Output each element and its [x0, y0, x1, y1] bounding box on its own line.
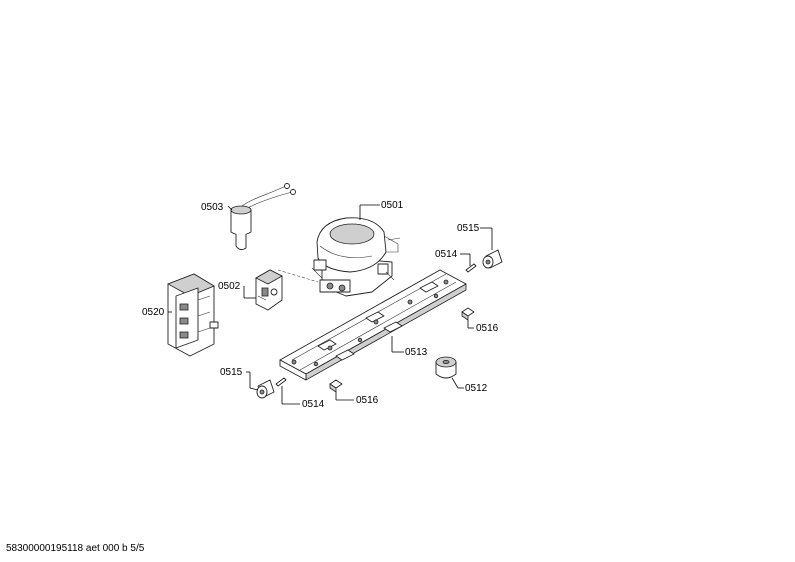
callout-0515-top: 0515 — [457, 223, 493, 250]
part-0513-rail[interactable] — [279, 269, 467, 381]
callout-0513: 0513 — [391, 336, 428, 358]
part-0515-grommet-top[interactable] — [482, 249, 503, 269]
callout-0515-bottom: 0515 — [220, 367, 259, 391]
part-0514-pin-bottom[interactable] — [275, 377, 287, 387]
label-0501: 0501 — [381, 200, 404, 211]
label-0503: 0503 — [201, 202, 224, 213]
callout-0501: 0501 — [359, 200, 404, 220]
callout-0514-bottom: 0514 — [281, 386, 325, 410]
callout-0516-bottom: 0516 — [335, 392, 379, 406]
callout-0503: 0503 — [201, 202, 233, 213]
part-0503-capacitor[interactable] — [230, 183, 296, 251]
callout-0514-top: 0514 — [435, 249, 471, 266]
document-footer: 58300000195118 aet 000 b 5/5 — [6, 543, 145, 554]
label-0515-top: 0515 — [457, 223, 480, 234]
part-0501-compressor[interactable] — [311, 217, 401, 297]
part-0516-clip-right[interactable] — [461, 307, 475, 321]
part-0502-relay[interactable] — [255, 269, 283, 311]
label-0514-bottom: 0514 — [302, 399, 325, 410]
label-0516-bottom: 0516 — [356, 395, 379, 406]
part-0514-pin-top[interactable] — [465, 263, 477, 273]
part-0520-cover[interactable] — [167, 273, 219, 357]
callout-0502: 0502 — [218, 281, 256, 299]
label-0512: 0512 — [465, 383, 488, 394]
callout-0520: 0520 — [142, 307, 172, 318]
relay-connection-line — [277, 269, 319, 283]
part-0512-grommet[interactable] — [435, 356, 457, 379]
label-0514-top: 0514 — [435, 249, 458, 260]
label-0513: 0513 — [405, 347, 428, 358]
part-0516-clip-bottom[interactable] — [329, 379, 343, 393]
label-0516-right: 0516 — [476, 323, 499, 334]
label-0515-bottom: 0515 — [220, 367, 243, 378]
callout-0516-right: 0516 — [467, 320, 499, 334]
label-0520: 0520 — [142, 307, 165, 318]
callout-0512: 0512 — [451, 377, 488, 394]
label-0502: 0502 — [218, 281, 241, 292]
part-0515-grommet-bottom[interactable] — [256, 379, 275, 399]
